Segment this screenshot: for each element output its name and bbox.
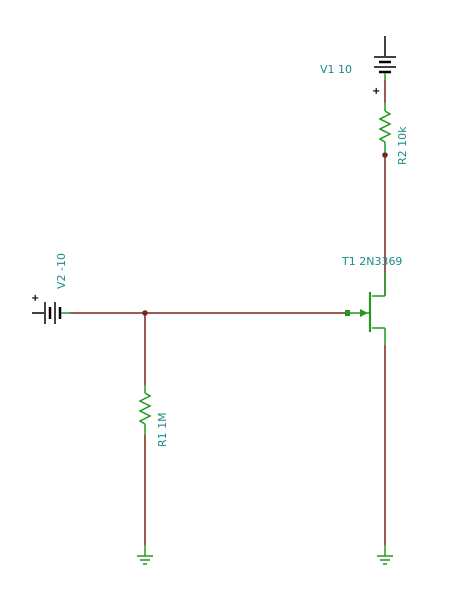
v1-plus-sign: + <box>372 86 380 97</box>
r2-label[interactable]: R2 10k <box>396 126 409 165</box>
node-dot-r2 <box>382 152 388 158</box>
ground-icon[interactable] <box>137 545 153 565</box>
node-dot-junction <box>142 310 148 316</box>
resistor-icon[interactable] <box>378 103 392 153</box>
resistor-icon[interactable] <box>138 385 152 435</box>
v2-plus-sign: + <box>31 293 39 304</box>
v1-label[interactable]: V1 10 <box>320 63 352 76</box>
v2-label[interactable]: V2 -10 <box>55 253 68 289</box>
jfet-icon[interactable] <box>345 273 386 345</box>
battery-icon[interactable] <box>32 302 70 324</box>
t1-label[interactable]: T1 2N3369 <box>341 255 402 268</box>
r1-label[interactable]: R1 1M <box>156 412 169 447</box>
ground-icon[interactable] <box>377 545 393 565</box>
wires <box>70 80 386 545</box>
battery-icon[interactable] <box>374 36 396 80</box>
